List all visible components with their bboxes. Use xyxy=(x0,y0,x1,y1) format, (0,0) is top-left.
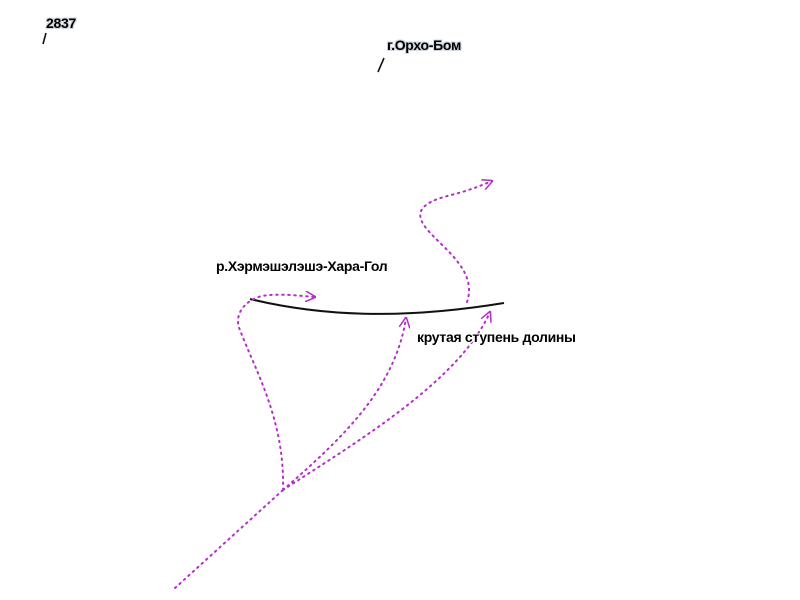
route-to-valley-step-left xyxy=(282,318,406,491)
valley-step-label: крутая ступень долины xyxy=(417,329,576,345)
route-to-valley-step-right xyxy=(282,312,490,491)
river-label: р.Хэрмэшэлэшэ-Хара-Гол xyxy=(216,258,388,274)
mountain-tick-icon xyxy=(377,57,385,73)
route-entry-trunk xyxy=(174,489,284,589)
valley-step-line xyxy=(249,298,505,315)
elevation-tick-icon xyxy=(42,32,47,45)
route-along-river xyxy=(237,295,315,491)
mountain-label: г.Орхо-Бом xyxy=(387,37,462,53)
route-to-pass xyxy=(419,181,492,303)
elevation-label: 2837 xyxy=(46,15,76,31)
